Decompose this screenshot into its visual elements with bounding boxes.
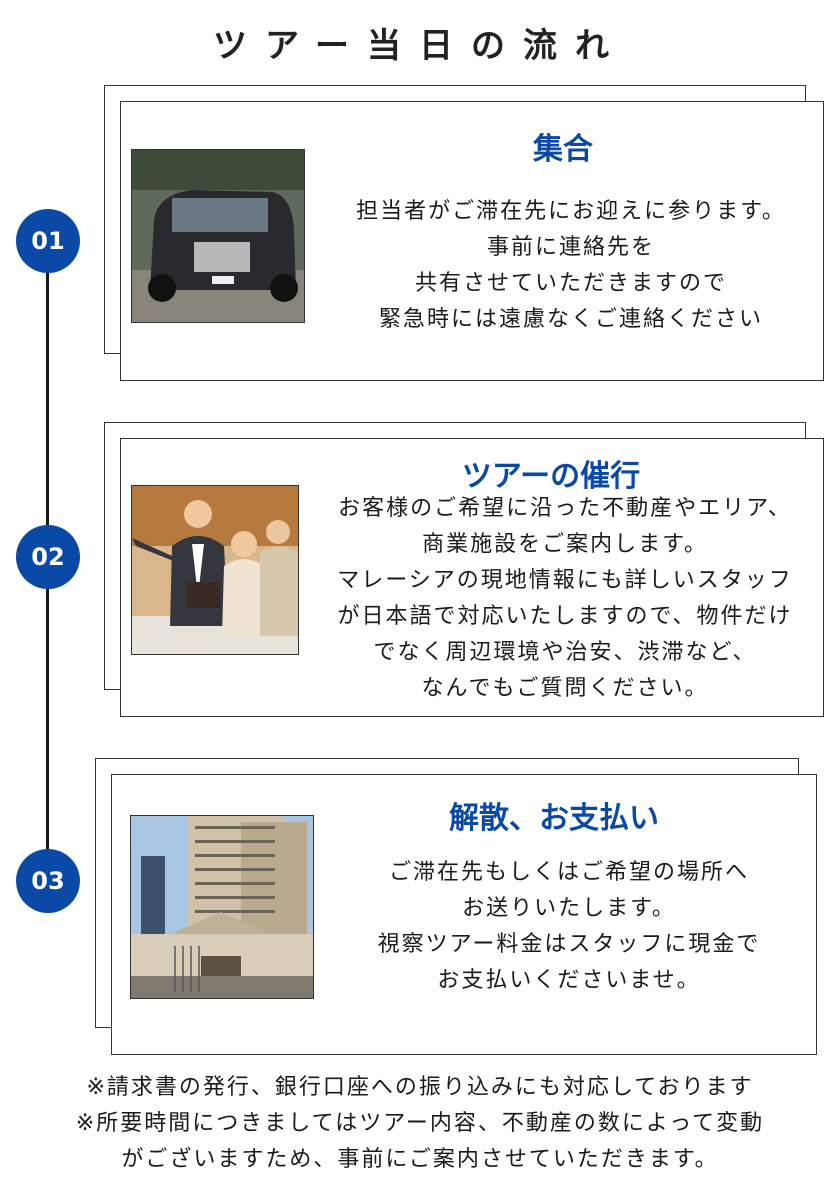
step-description: 担当者がご滞在先にお迎えに参ります。 事前に連絡先を 共有させていただきますので… [319,194,823,338]
step-heading: ツアーの催行 [461,459,641,494]
step-description-line: 商業施設をご案内します。 [422,532,708,557]
step-card: 解散、お支払い ご滞在先もしくはご希望の場所へ お送りいたします。 視察ツアー料… [111,774,817,1055]
step-description-line: 視察ツアー料金はスタッフに現金で [377,932,761,957]
step-photo [130,815,314,999]
step-description-line: 担当者がご滞在先にお迎えに参ります。 [356,199,786,224]
step-description-line: でなく周辺環境や治安、渋滞など、 [373,640,757,665]
van-photo-icon [132,150,304,322]
step-heading: 集合 [533,132,593,167]
step-number: 01 [31,227,65,255]
step-description-line: お支払いくださいませ。 [437,968,701,993]
agent-with-couple-photo-icon [132,486,298,654]
footnotes: ※請求書の発行、銀行口座への振り込みにも対応しております ※所要時間につきまして… [0,1070,840,1178]
step-description-line: ご滞在先もしくはご希望の場所へ [388,860,749,885]
step-description-line: が日本語で対応いたしますので、物件だけ [337,604,793,629]
step-photo [131,485,299,655]
hotel-building-photo-icon [131,816,313,998]
step-card: ツアーの催行 お客様のご希望に沿った不動産やエリア、 商業施設をご案内します。 … [120,438,824,717]
step-card: 集合 担当者がご滞在先にお迎えに参ります。 事前に連絡先を 共有させていただきま… [120,101,824,381]
step-description-line: 事前に連絡先を [486,235,655,260]
step-description-line: 共有させていただきますので [414,271,727,296]
step-description: ご滞在先もしくはご希望の場所へ お送りいたします。 視察ツアー料金はスタッフに現… [322,855,816,999]
step-number: 03 [31,867,65,895]
footnote-line: がございますため、事前にご案内させていただきます。 [121,1147,719,1172]
step-description-line: お客様のご希望に沿った不動産やエリア、 [338,496,792,521]
step-heading: 解散、お支払い [449,801,659,836]
step-number: 02 [31,543,65,571]
page-title: ツアー当日の流れ [213,26,627,66]
step-number-badge: 03 [16,849,80,913]
step-description-line: お送りいたします。 [462,896,676,921]
step-description-line: マレーシアの現地情報にも詳しいスタッフ [337,568,793,593]
step-photo [131,149,305,323]
step-number-badge: 01 [16,209,80,273]
footnote-line: ※請求書の発行、銀行口座への振り込みにも対応しております [86,1075,754,1100]
step-description-line: なんでもご質問ください。 [421,676,709,701]
step-description-line: 緊急時には遠慮なくご連絡ください [378,307,763,332]
step-description: お客様のご希望に沿った不動産やエリア、 商業施設をご案内します。 マレーシアの現… [307,491,823,707]
footnote-line: ※所要時間につきましてはツアー内容、不動産の数によって変動 [75,1111,765,1136]
step-number-badge: 02 [16,525,80,589]
